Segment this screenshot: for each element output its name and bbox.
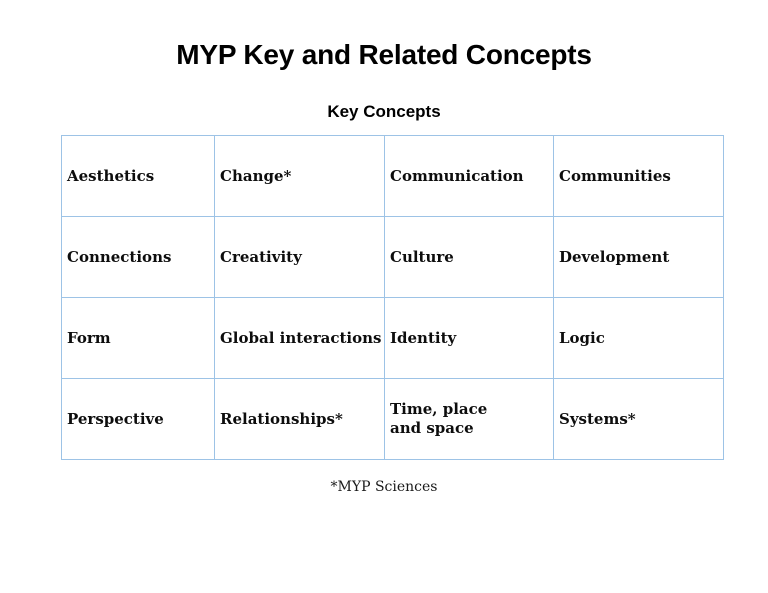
table-cell[interactable]: Relationships* [214,378,385,460]
footnote-text: *MYP Sciences [330,479,438,495]
concept-label: Time, place and space [390,400,488,437]
concept-label: Creativity [220,247,302,266]
concept-label: Communities [559,166,671,185]
table-cell[interactable]: Identity [384,297,554,379]
table-row: Perspective Relationships* Time, place a… [61,378,724,460]
concept-label: Perspective [67,409,164,428]
section-heading-key-concepts: Key Concepts [327,102,441,121]
table-cell[interactable]: Development [553,216,724,298]
table-cell[interactable]: Communication [384,135,554,217]
concept-label: Logic [559,328,605,347]
table-row: Aesthetics Change* Communication Communi… [61,135,724,217]
concept-label: Identity [390,328,457,347]
table-cell[interactable]: Communities [553,135,724,217]
concept-label: Systems* [559,409,636,428]
table-cell[interactable]: Aesthetics [61,135,215,217]
table-cell[interactable]: Creativity [214,216,385,298]
table-cell[interactable]: Culture [384,216,554,298]
table-cell[interactable]: Connections [61,216,215,298]
concept-label: Global interactions [220,328,382,347]
key-concepts-table: Aesthetics Change* Communication Communi… [61,135,724,460]
concept-label: Form [67,328,111,347]
table-row: Form Global interactions Identity Logic [61,297,724,379]
table-row: Connections Creativity Culture Developme… [61,216,724,298]
concept-label: Aesthetics [67,166,155,185]
concept-label: Connections [67,247,172,266]
table-cell[interactable]: Logic [553,297,724,379]
table-cell[interactable]: Change* [214,135,385,217]
table-cell[interactable]: Global interactions [214,297,385,379]
concept-label: Development [559,247,670,266]
page-title: MYP Key and Related Concepts [176,39,592,70]
concept-label: Communication [390,166,524,185]
table-cell[interactable]: Time, place and space [384,378,554,460]
table-cell[interactable]: Form [61,297,215,379]
table-cell[interactable]: Systems* [553,378,724,460]
concept-label: Culture [390,247,454,266]
concept-label: Change* [220,166,292,185]
concept-label: Relationships* [220,409,343,428]
table-cell[interactable]: Perspective [61,378,215,460]
